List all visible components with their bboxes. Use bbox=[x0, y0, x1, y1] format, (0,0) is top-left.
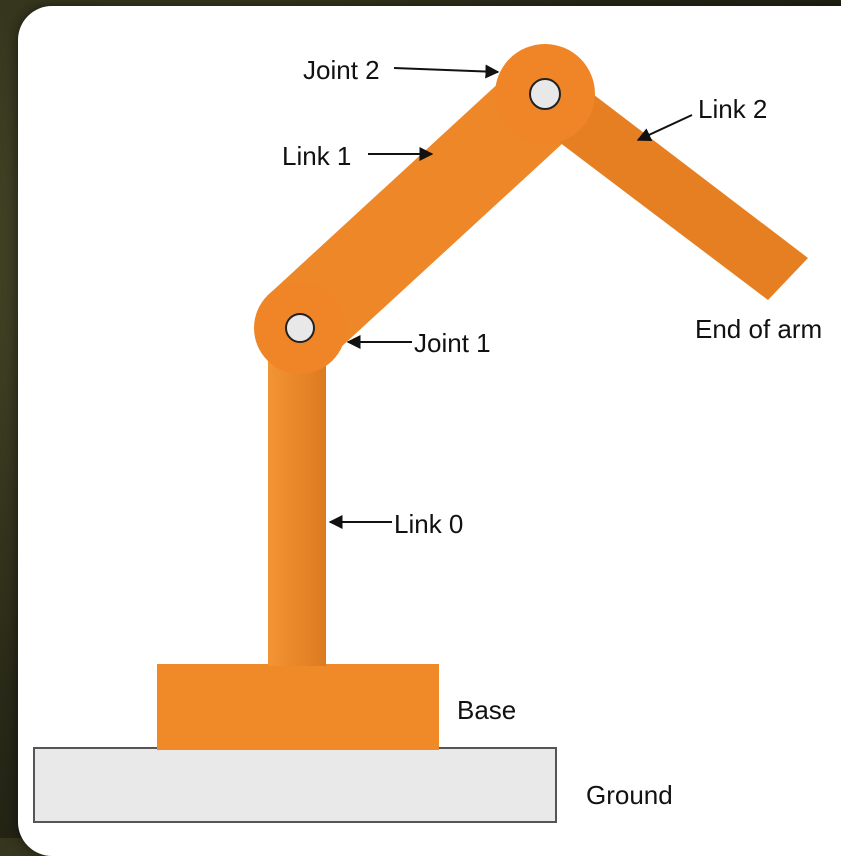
link-2 bbox=[522, 72, 808, 300]
link-0 bbox=[268, 320, 326, 666]
joint-1-pin bbox=[285, 313, 315, 343]
link-1 bbox=[267, 68, 575, 360]
link-2-arrow bbox=[636, 114, 693, 142]
link-1-label: Link 1 bbox=[282, 141, 351, 171]
ground-label: Ground bbox=[586, 780, 673, 810]
joint-1-label: Joint 1 bbox=[414, 328, 491, 358]
joint-2-arrow bbox=[393, 64, 500, 79]
base-label: Base bbox=[457, 695, 516, 725]
ground-slab bbox=[33, 747, 557, 823]
joint-2-label: Joint 2 bbox=[303, 55, 380, 85]
joint-2-pin bbox=[529, 78, 561, 110]
link-2-label: Link 2 bbox=[698, 94, 767, 124]
robot-arm-diagram: Joint 2 Link 1 Link 2 End of arm Joint 1… bbox=[33, 44, 822, 823]
link-0-label: Link 0 bbox=[394, 509, 463, 539]
end-of-arm-label: End of arm bbox=[695, 314, 822, 344]
base-block bbox=[157, 664, 439, 750]
